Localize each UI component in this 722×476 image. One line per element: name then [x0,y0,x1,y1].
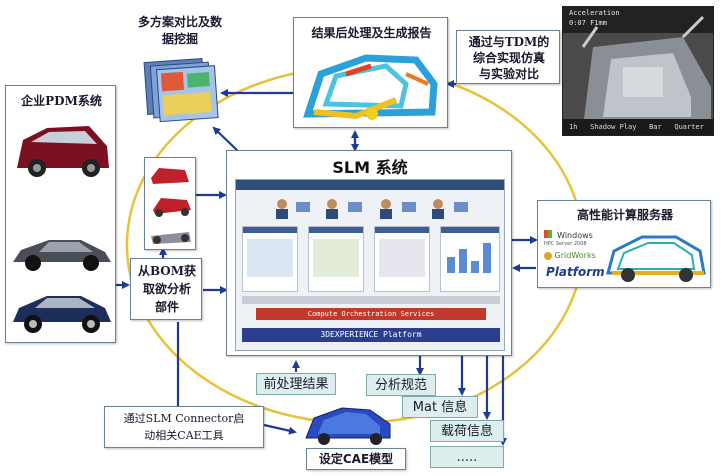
hpc-box: 高性能计算服务器 Windows HPC Server 2008 GridWor… [537,200,711,288]
minivan-image [17,126,109,177]
more-box: ..... [430,446,504,468]
load-box: 载荷信息 [430,420,504,442]
spec-label: 分析规范 [374,378,427,393]
multi-scheme-label: 多方案对比及数 据挖掘 [137,15,222,46]
users-icon-row [276,199,468,219]
slm-system-title: SLM 系统 [332,158,408,177]
tdm-compare-label: 通过与TDM的 综合实现仿真 与实验对比 [468,35,550,81]
slm-system-box: SLM 系统 [226,150,512,356]
slm-platform-bar: 3DEXPERIENCE Platform [242,328,500,342]
load-label: 载荷信息 [440,424,493,439]
tdm-compare-box: 通过与TDM的 综合实现仿真 与实验对比 [456,30,560,84]
windows-flag-icon [544,229,552,238]
pdm-system-label: 企业PDM系统 [21,94,102,108]
spec-box: 分析规范 [366,374,436,396]
slm-panel-4 [440,226,500,292]
coupe-image [13,240,111,271]
post-report-label: 结果后处理及生成报告 [311,26,432,40]
post-report-box: 结果后处理及生成报告 [293,17,448,128]
slm-process-strip [242,296,500,304]
cae-model-label: 设定CAE模型 [318,452,394,466]
crash-photo-top-line1: Acceleration [569,9,620,17]
crash-photo-bottom: 1h Shadow Play Bar Quarter [569,123,704,131]
windows-hpc-logo: Windows HPC Server 2008 [544,229,602,248]
windows-logo-subtext: HPC Server 2008 [544,241,587,247]
gridworks-swirl-icon [544,251,552,260]
slm-panel-chart [447,243,491,273]
pdm-system-box: 企业PDM系统 [5,85,116,343]
slm-panel-2 [308,226,364,292]
multi-scheme-image [142,52,222,126]
crash-test-image [563,7,713,135]
more-label: ..... [456,450,478,465]
stacked-reports-icon [143,58,219,123]
slm-banner: Compute Orchestration Services [256,308,486,320]
mat-label: Mat 信息 [412,400,468,415]
slm-panel-3 [374,226,430,292]
preproc-label: 前处理结果 [263,377,329,392]
car-frame-cae-image [606,235,706,282]
windows-logo-text: Windows [557,231,593,240]
car-body-frame-image [303,54,438,120]
gridworks-text: GridWorks [554,251,596,260]
slm-panel-1 [242,226,298,292]
cae-model-box: 设定CAE模型 [306,448,406,470]
car-parts-image [151,168,191,244]
preproc-box: 前处理结果 [256,373,336,395]
bom-box: 从BOM获 取欲分析 部件 [130,258,202,320]
platform-logo: Platform [546,265,605,279]
cae-model-image-wrap [300,402,396,446]
hpc-label: 高性能计算服务器 [576,208,673,222]
gridworks-logo: GridWorks [544,251,596,260]
slm-screen-topbar [236,180,504,190]
slm-user-icons [262,196,482,220]
slm-screen: Compute Orchestration Services 3DEXPERIE… [235,179,505,351]
connector-label: 通过SLM Connector启 动相关CAE工具 [123,412,245,442]
mat-box: Mat 信息 [402,396,478,418]
sedan-image [13,296,111,333]
crash-test-photo: Acceleration 0:07 F1mm 1h Shadow Play Ba… [562,6,714,136]
bom-label: 从BOM获 取欲分析 部件 [137,264,197,314]
crash-photo-top-line2: 0:07 F1mm [569,19,607,27]
cae-car-body-image [305,407,391,445]
parts-image-box [144,157,196,250]
arrow-connector-to-cae [263,423,297,435]
connector-box: 通过SLM Connector启 动相关CAE工具 [104,406,264,448]
